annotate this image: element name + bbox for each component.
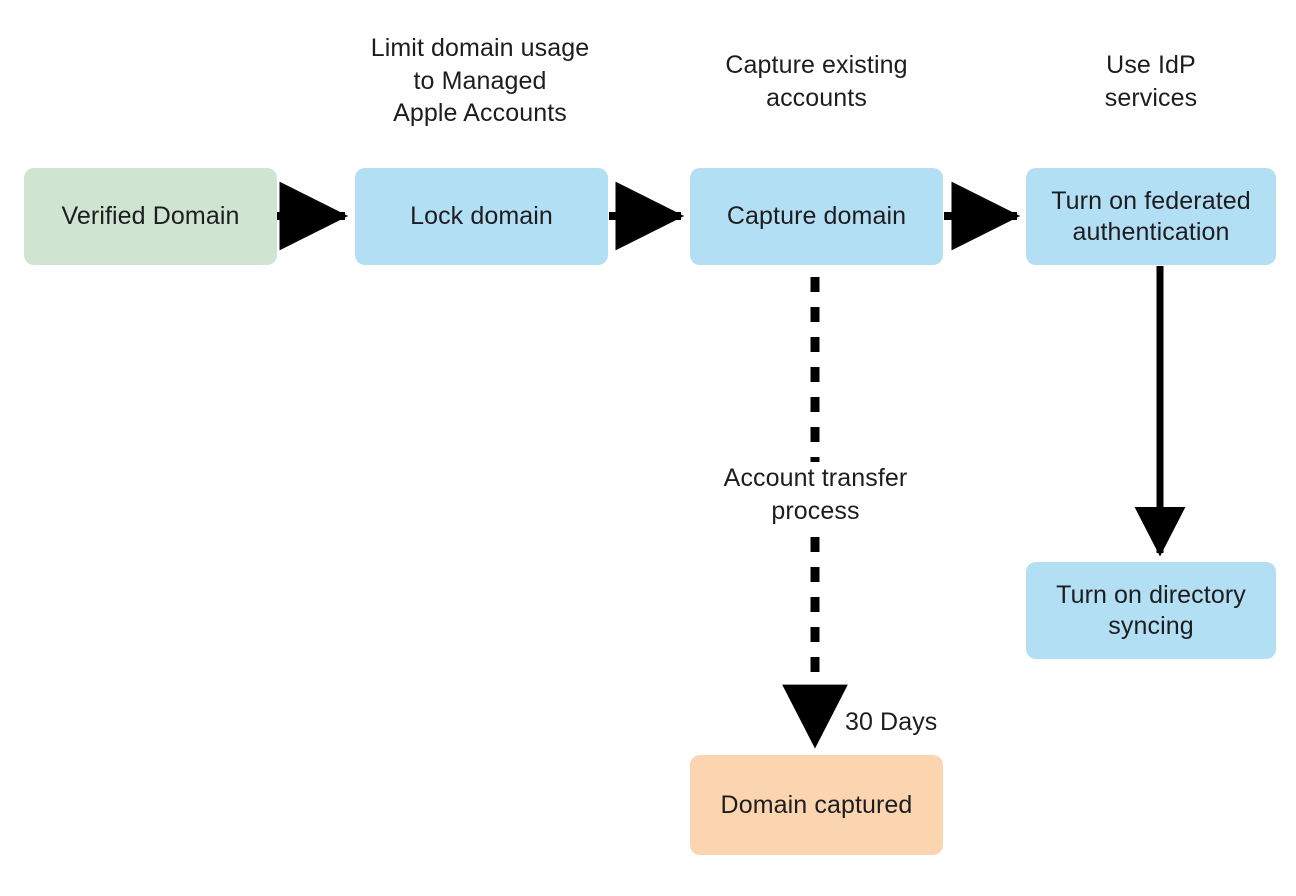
node-verified-domain-label: Verified Domain: [61, 202, 240, 231]
node-federated-authentication-label: Turn on federated authentication: [1051, 187, 1251, 246]
edge-label-30-days: 30 Days: [845, 706, 995, 739]
node-verified-domain[interactable]: Verified Domain: [24, 168, 277, 265]
node-lock-domain-label: Lock domain: [410, 202, 553, 231]
node-directory-syncing[interactable]: Turn on directory syncing: [1026, 562, 1276, 659]
node-lock-domain[interactable]: Lock domain: [355, 168, 608, 265]
node-capture-domain-label: Capture domain: [726, 202, 907, 231]
node-federated-authentication[interactable]: Turn on federated authentication: [1026, 168, 1276, 265]
node-capture-domain[interactable]: Capture domain: [690, 168, 943, 265]
caption-capture-domain: Capture existing accounts: [725, 51, 908, 112]
node-domain-captured-label: Domain captured: [720, 790, 913, 819]
node-directory-syncing-label: Turn on directory syncing: [1056, 581, 1246, 640]
caption-lock-domain: Limit domain usage to Managed Apple Acco…: [370, 34, 590, 127]
edge-label-account-transfer: Account transfer process: [688, 462, 943, 527]
caption-federated-auth: Use IdP services: [1104, 51, 1198, 112]
node-domain-captured[interactable]: Domain captured: [690, 755, 943, 855]
